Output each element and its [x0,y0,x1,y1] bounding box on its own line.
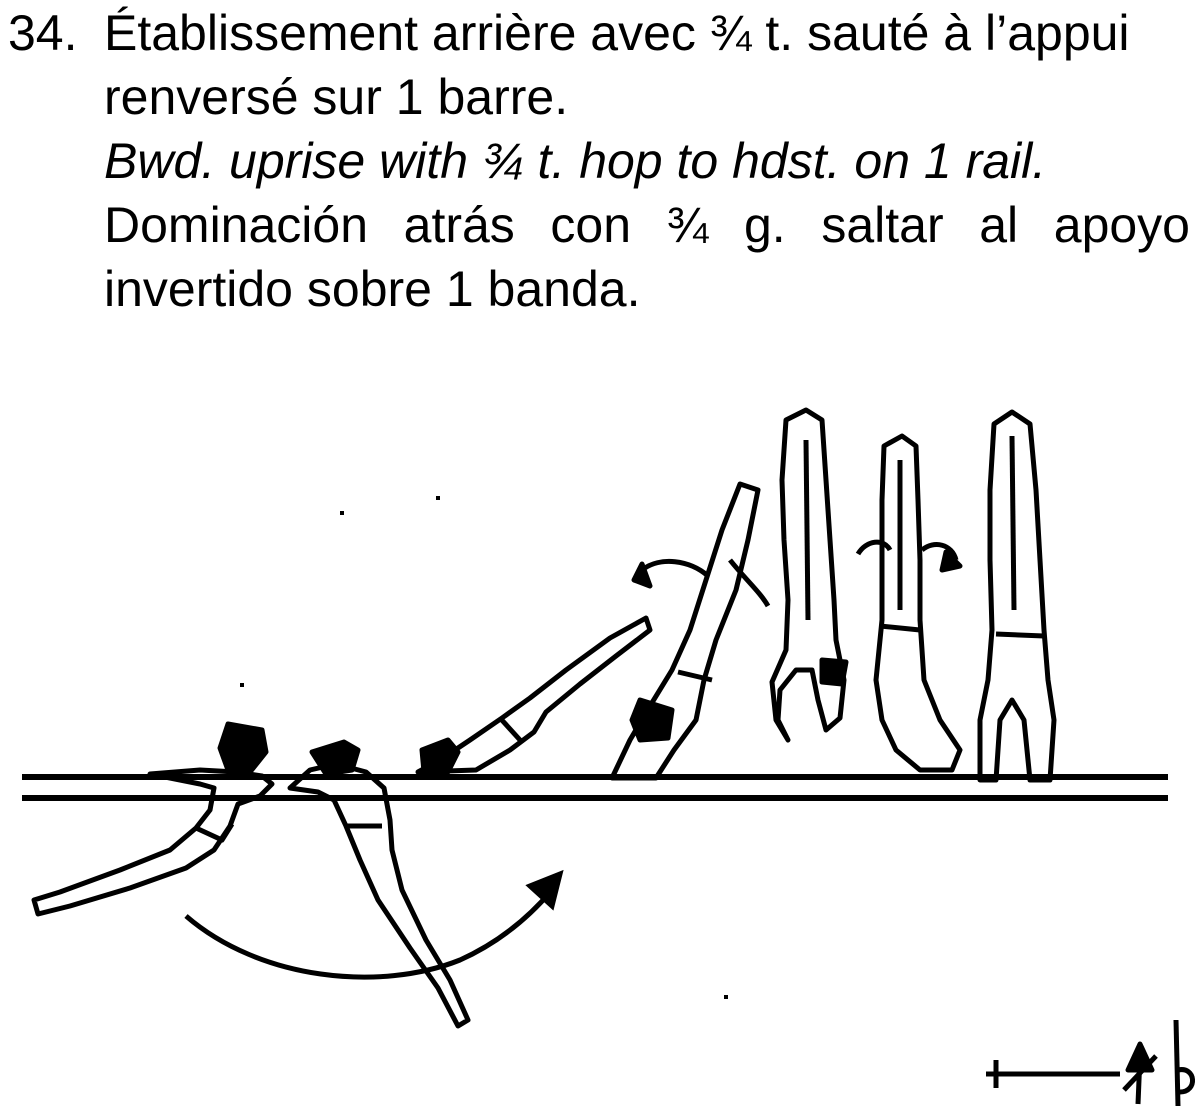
gymnast-figure-6 [858,436,960,770]
spanish-description-line-1: Dominación atrás con ¾ g. saltar al apoy… [104,192,1190,258]
gymnast-figure-7 [980,412,1054,780]
gymnast-figure-4 [612,484,768,778]
illustration-canvas [0,380,1198,1118]
scan-specks [240,496,728,999]
french-description-line-2: renversé sur 1 barre. [104,64,568,130]
gymnast-figure-5 [772,410,846,740]
english-description: Bwd. uprise with ¾ t. hop to hdst. on 1 … [104,128,1046,194]
gymnast-figure-3 [418,618,650,772]
element-number: 34. [8,0,78,66]
gymnast-figure-1 [34,724,272,914]
gymnast-figure-2 [290,742,468,1026]
spanish-description-line-2: invertido sobre 1 banda. [104,256,640,322]
direction-symbol [986,1020,1193,1106]
gymnast-sequence-illustration [0,380,1198,1118]
french-description-line-1: Établissement arrière avec ¾ t. sauté à … [104,0,1130,66]
